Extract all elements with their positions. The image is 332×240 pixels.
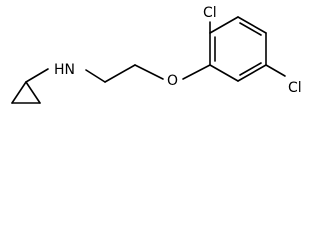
bond-c1-c2 [104, 64, 136, 83]
bond-n-c1 [85, 69, 106, 83]
bond-ring-double-bottom [239, 62, 262, 76]
bond-ring-cp-left-top [11, 81, 27, 104]
atom-label-cl-top: Cl [203, 5, 217, 21]
atom-label-o: O [167, 73, 178, 89]
bond-ring-cp-top-right [25, 81, 41, 104]
atom-label-nh: HN [54, 62, 75, 78]
bond-ring-c2-c3 [209, 16, 239, 34]
bond-ring-c3-c4 [237, 16, 267, 34]
bond-ring-c5-c6 [237, 64, 267, 82]
bond-cp-n [25, 68, 49, 83]
bond-ring-c6-c1 [209, 64, 239, 82]
ethylamine-chain [25, 64, 211, 83]
atom-label-cl-right: Cl [288, 80, 302, 96]
cyclopropyl-ring [11, 81, 41, 104]
chemical-structure-diagram: HN O Cl Cl [11, 5, 302, 104]
bond-ring-cl-right [265, 64, 286, 77]
bond-o-ring [182, 64, 211, 80]
benzene-ring [209, 16, 267, 82]
bond-c2-o [134, 64, 164, 80]
bond-ring-double-top [239, 22, 262, 36]
